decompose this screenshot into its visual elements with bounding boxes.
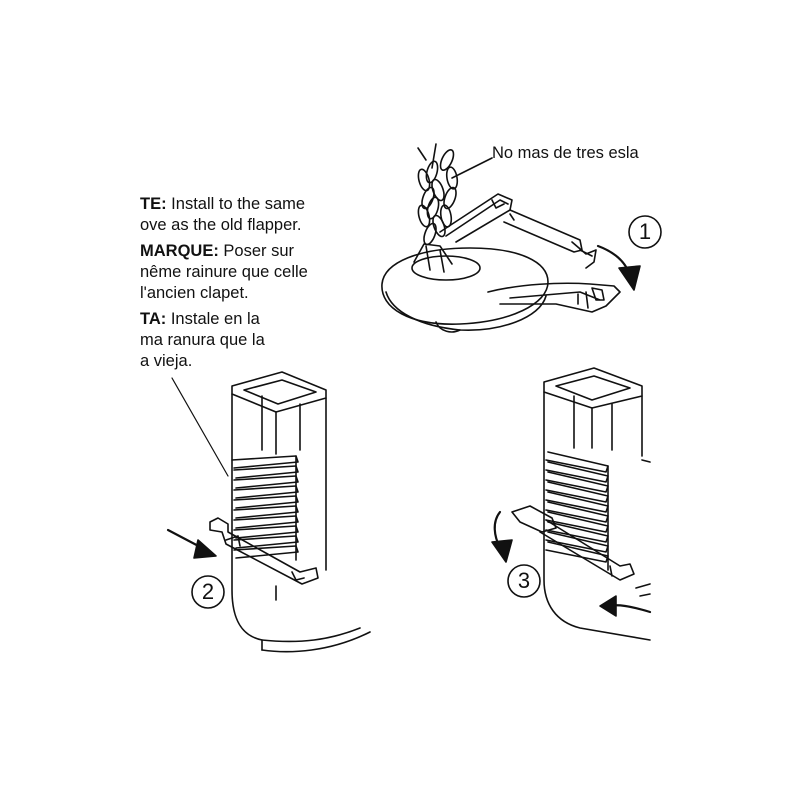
note-french-text1: Poser sur — [218, 242, 295, 260]
step2-circle — [191, 575, 225, 609]
note-french-heading: MARQUE: — [140, 242, 219, 260]
note-spanish: TA: Instale en la ma ranura que la a vie… — [140, 309, 265, 372]
note-french: MARQUE: Poser sur nême rainure que celle… — [140, 241, 308, 304]
note-french-line1: MARQUE: Poser sur — [140, 241, 308, 262]
step1-circle — [628, 215, 662, 249]
note-spanish-line3: a vieja. — [140, 352, 193, 370]
note-english-text1: Install to the same — [166, 195, 306, 213]
step3-circle — [507, 564, 541, 598]
chain-note: No mas de tres esla — [492, 144, 639, 162]
note-french-line2: nême rainure que celle — [140, 263, 308, 281]
note-spanish-heading: TA: — [140, 310, 167, 328]
step-number-1: 1 — [638, 219, 652, 244]
overflow-tube-right — [491, 367, 652, 641]
step-number-2: 2 — [201, 579, 215, 604]
note-spanish-line1: TA: Instale en la — [140, 309, 265, 330]
overflow-tube-left — [166, 371, 371, 653]
note-english-line2: ove as the old flapper. — [140, 216, 302, 234]
note-spanish-line2: ma ranura que la — [140, 331, 265, 349]
note-english: TE: Install to the same ove as the old f… — [140, 194, 305, 236]
note-english-line1: TE: Install to the same — [140, 194, 305, 215]
note-spanish-text1: Instale en la — [166, 310, 260, 328]
note-english-heading: TE: — [140, 195, 167, 213]
step-number-3: 3 — [517, 568, 531, 593]
note-french-line3: l'ancien clapet. — [140, 284, 249, 302]
flapper-assembly — [381, 143, 641, 333]
